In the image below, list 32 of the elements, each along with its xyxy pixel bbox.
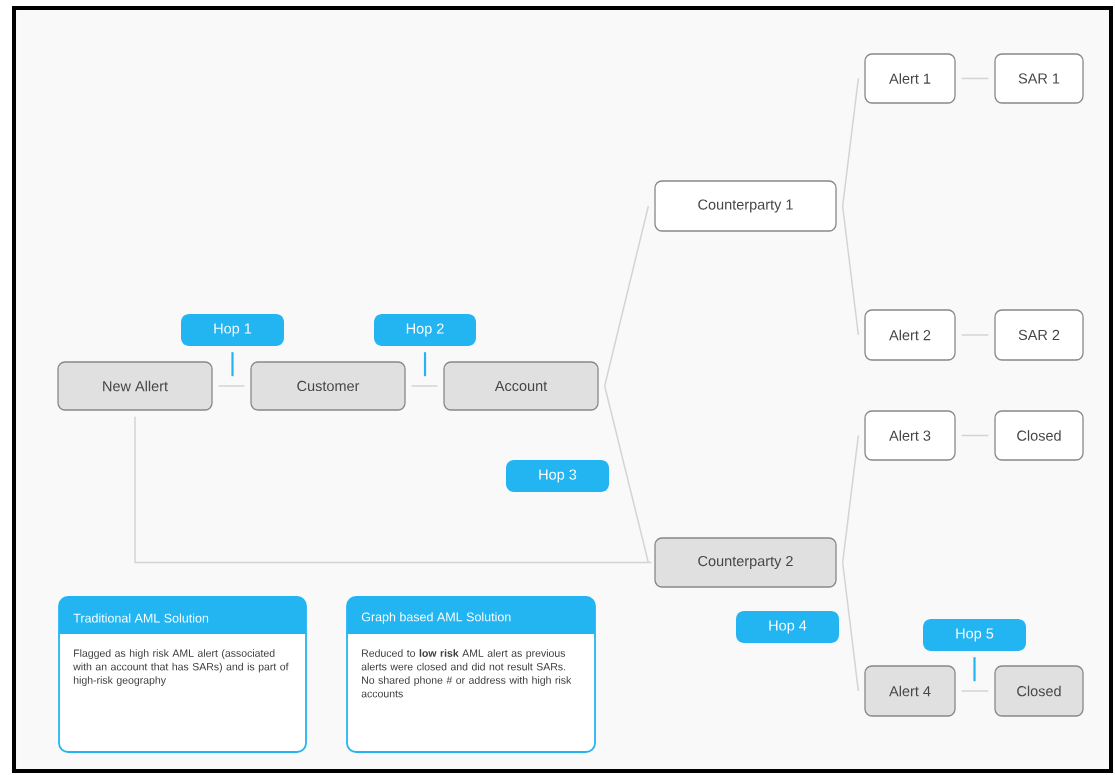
connector-line xyxy=(841,561,860,692)
connector-line xyxy=(841,434,860,564)
hop-badge: Hop 2 xyxy=(374,314,476,346)
info-card: Traditional AML Solution Flagged as high risk AML alert (associated with an account that has SARs) and is part of high-risk geography xyxy=(58,596,307,753)
entity-box: Closed xyxy=(994,665,1084,717)
entity-box: SAR 1 xyxy=(994,53,1084,104)
leader-line xyxy=(423,352,427,377)
entity-box: Alert 1 xyxy=(864,53,956,104)
entity-box: New Allert xyxy=(57,361,213,411)
entity-box: Counterparty 2 xyxy=(654,537,837,588)
hop-badge: Hop 4 xyxy=(736,611,839,643)
leader-line xyxy=(231,352,234,377)
entity-box: SAR 2 xyxy=(994,309,1084,361)
connector-line xyxy=(841,205,860,336)
entity-box: Customer xyxy=(250,361,406,411)
connector-line xyxy=(960,434,990,437)
connector-line xyxy=(603,385,650,564)
connector-line xyxy=(841,77,860,207)
entity-box: Counterparty 1 xyxy=(654,180,837,232)
entity-box: Account xyxy=(443,361,599,411)
hop-badge: Hop 5 xyxy=(923,619,1026,651)
connector-line xyxy=(134,415,653,564)
entity-box: Alert 2 xyxy=(864,309,956,361)
connector-line xyxy=(960,77,990,80)
leader-line xyxy=(973,657,976,682)
hop-badge: Hop 1 xyxy=(181,314,284,346)
entity-box: Closed xyxy=(994,410,1084,461)
entity-box: Alert 4 xyxy=(864,665,956,717)
entity-box: Alert 3 xyxy=(864,410,956,461)
info-card: Graph based AML Solution Reduced to low risk AML alert as previous alerts were closed and did not result SARs. No shared phone # or address with high risk accounts xyxy=(346,596,596,753)
hop-badge: Hop 3 xyxy=(506,460,609,492)
connector-line xyxy=(603,205,650,387)
